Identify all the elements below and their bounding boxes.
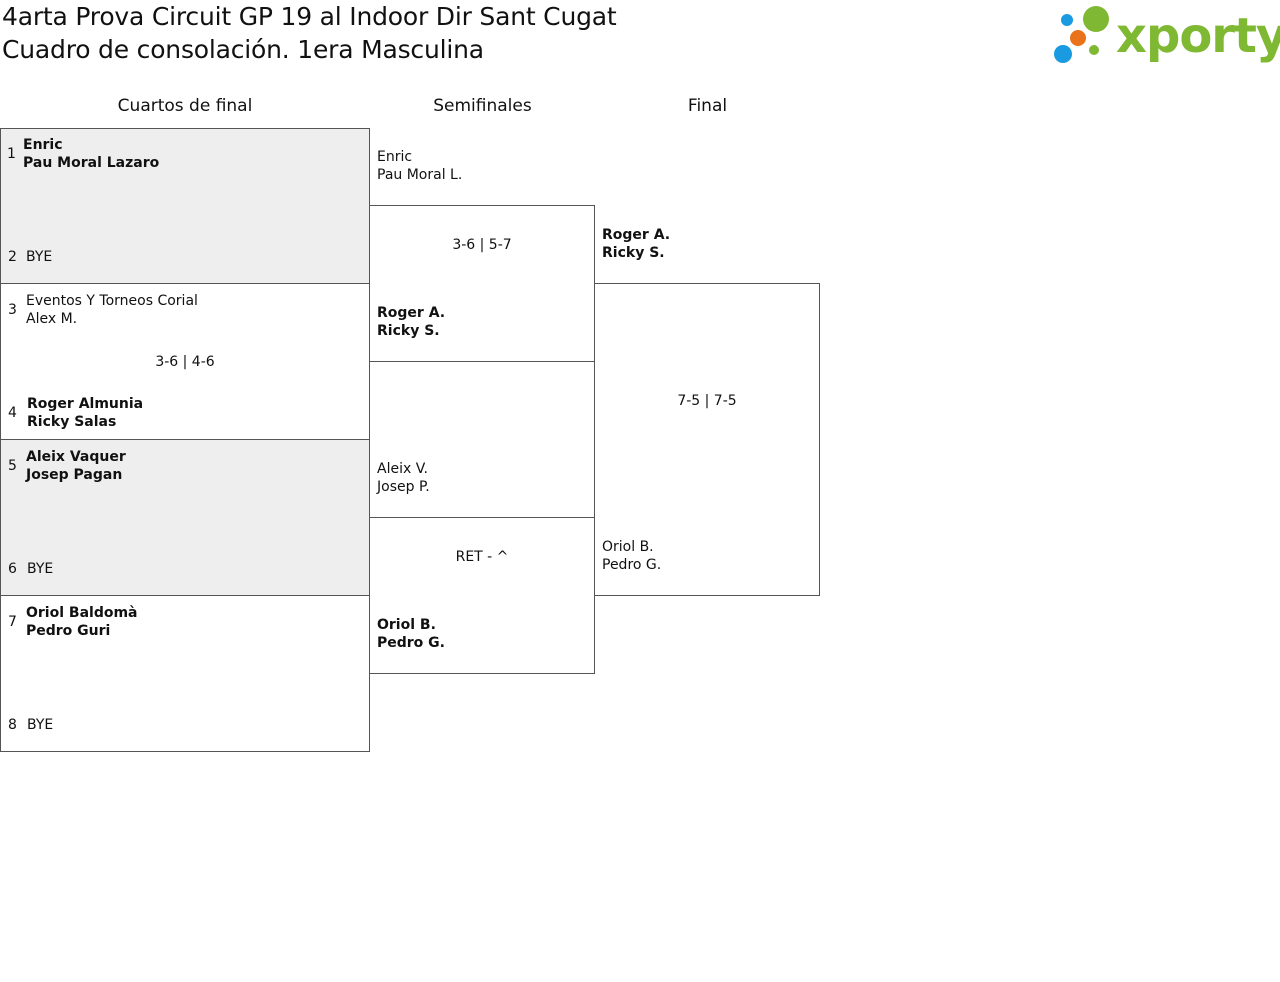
player-name: Oriol Baldomà	[26, 605, 138, 621]
player-name: Josep P.	[377, 479, 430, 495]
player-name: Ricky S.	[377, 323, 440, 339]
player-name: Aleix V.	[377, 461, 428, 477]
seed-number: 8	[8, 717, 17, 733]
player-name: Oriol B.	[602, 539, 654, 555]
page-title: 4arta Prova Circuit GP 19 al Indoor Dir …	[2, 2, 617, 31]
round-title-quarterfinals: Cuartos de final	[117, 96, 253, 116]
match-score: 7-5 | 7-5	[677, 393, 737, 409]
player-name: Oriol B.	[377, 617, 436, 633]
player-name: Ricky Salas	[27, 414, 117, 430]
player-name: Josep Pagan	[26, 467, 123, 483]
seed-number: 2	[8, 249, 17, 265]
player-name: Pedro G.	[377, 635, 445, 651]
seed-number: 6	[8, 561, 17, 577]
seed-number: 1	[7, 146, 16, 162]
player-name: Enric	[377, 149, 413, 165]
match-score: 3-6 | 4-6	[155, 354, 215, 370]
logo-dots-icon	[1054, 6, 1109, 63]
seed-number: 4	[8, 405, 17, 421]
seed-number: 3	[8, 302, 17, 318]
round-title-semifinals: Semifinales	[433, 96, 532, 116]
player-name: Pau Moral Lazaro	[23, 155, 160, 171]
bye-label: BYE	[26, 249, 53, 265]
player-name: Pau Moral L.	[377, 167, 463, 183]
player-name: Aleix Vaquer	[26, 449, 126, 465]
player-name: Pedro Guri	[26, 623, 111, 639]
player-name: Roger A.	[377, 305, 446, 321]
player-name: Pedro G.	[602, 557, 662, 573]
player-name: Enric	[23, 137, 63, 153]
xporty-logo[interactable]: xporty	[1050, 4, 1280, 68]
player-name: Roger A.	[602, 227, 671, 243]
player-name: Roger Almunia	[27, 396, 144, 412]
match-score: RET - ^	[455, 549, 509, 565]
bye-label: BYE	[27, 561, 54, 577]
match-box-final	[594, 283, 820, 596]
player-name: Ricky S.	[602, 245, 665, 261]
bye-label: BYE	[27, 717, 54, 733]
player-name: Eventos Y Torneos Corial	[26, 293, 198, 309]
match-score: 3-6 | 5-7	[452, 237, 512, 253]
seed-number: 5	[8, 458, 17, 474]
match-box-qf1	[0, 128, 370, 284]
player-name: Alex M.	[26, 311, 78, 327]
seed-number: 7	[8, 614, 17, 630]
logo-text: xporty	[1116, 8, 1280, 64]
round-title-final: Final	[687, 96, 728, 116]
match-box-qf3	[0, 439, 370, 596]
page-subtitle: Cuadro de consolación. 1era Masculina	[2, 35, 484, 64]
